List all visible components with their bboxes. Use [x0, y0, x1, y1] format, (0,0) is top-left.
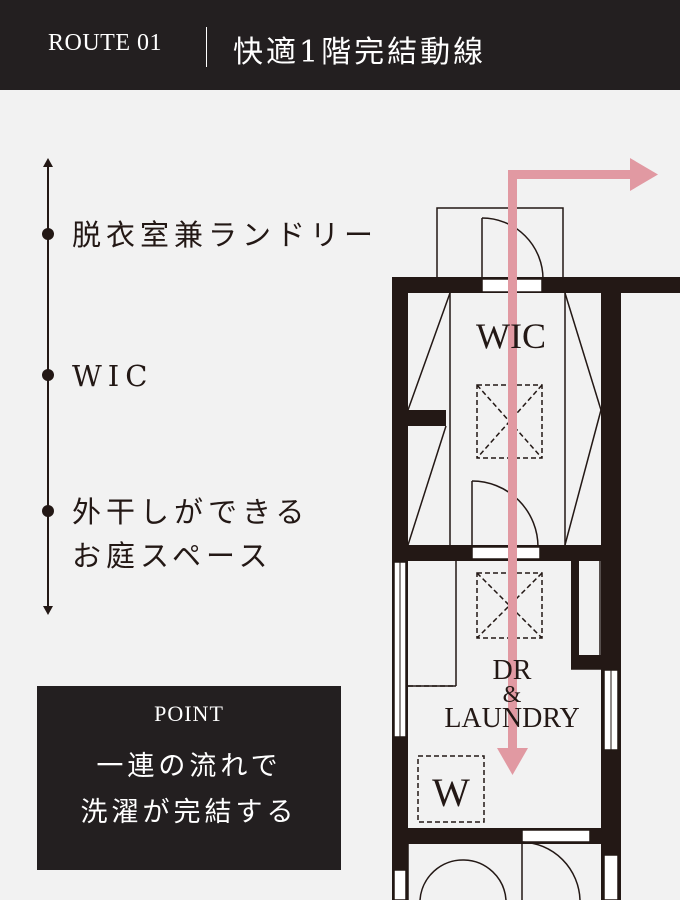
floor-plan-labels: WIC DR & LAUNDRY W — [432, 316, 580, 815]
timeline-dot — [42, 505, 54, 517]
timeline-arrow-down-icon — [43, 606, 53, 615]
room-label-ampersand: & — [503, 682, 522, 708]
timeline-arrow-up-icon — [43, 158, 53, 167]
timeline-step-yard: 外干しができる お庭スペース — [72, 495, 310, 573]
room-label-washer: W — [432, 770, 470, 815]
point-title: POINT — [154, 701, 224, 726]
route-arrow — [497, 158, 658, 775]
timeline-step-laundry: 脱衣室兼ランドリー — [72, 218, 379, 252]
room-label-wic: WIC — [476, 316, 546, 356]
route-arrowhead-right-icon — [630, 158, 658, 191]
floor-plan-walls — [392, 207, 680, 900]
timeline-line — [47, 166, 49, 608]
timeline-dot — [42, 228, 54, 240]
route-arrowhead-down-icon — [497, 748, 528, 775]
room-label-dr: DR — [493, 655, 532, 686]
timeline-dot — [42, 369, 54, 381]
header-bar: ROUTE 01 快適1階完結動線 — [0, 0, 680, 90]
route-label: ROUTE 01 — [48, 30, 162, 56]
point-text: 一連の流れで 洗濯が完結する — [80, 751, 298, 828]
floor-plan-fixtures — [407, 217, 602, 900]
point-box: POINT 一連の流れで 洗濯が完結する — [37, 686, 341, 870]
room-label-laundry: LAUNDRY — [444, 703, 579, 734]
header-divider — [206, 27, 207, 67]
header-title: 快適1階完結動線 — [233, 35, 487, 70]
timeline-step-wic: WIC — [72, 359, 154, 393]
